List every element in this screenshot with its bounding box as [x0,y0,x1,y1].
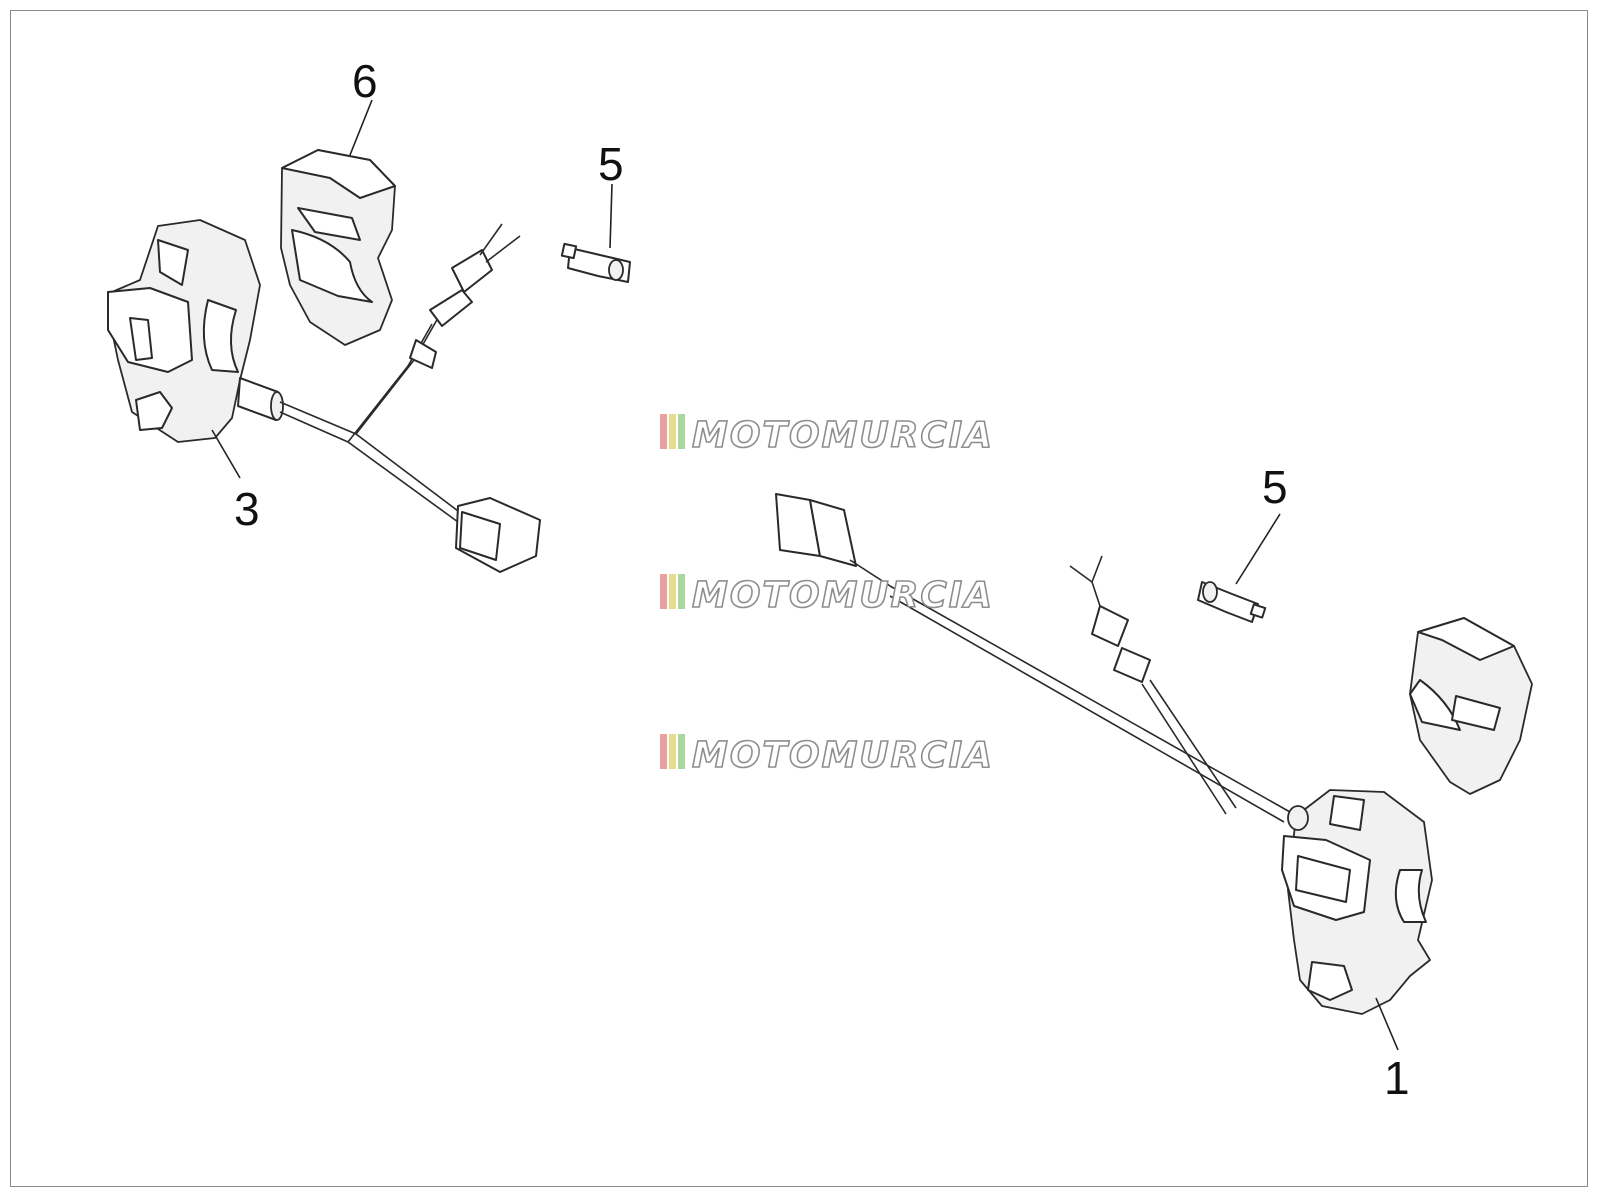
right-multipin-connector[interactable] [775,493,891,587]
watermark-2: MOTOMURCIA [660,574,994,617]
watermark-text: MOTOMURCIA [692,415,994,456]
right-wiring-harness [889,555,1291,823]
watermark-3: MOTOMURCIA [660,734,994,777]
watermark-text: MOTOMURCIA [692,735,994,776]
watermark-1: MOTOMURCIA [660,414,994,457]
part-6-left-switch-cover[interactable] [280,149,396,346]
part-5-right-connector[interactable] [1197,581,1267,623]
part-5-left-connector[interactable] [560,242,631,283]
leader-lines [211,99,1399,1051]
left-multipin-connector[interactable] [455,497,541,573]
callout-5-right: 5 [1262,461,1288,513]
callout-6: 6 [352,55,378,107]
callout-5-left: 5 [598,138,624,190]
left-wiring-harness [279,223,521,523]
right-switch-cover[interactable] [1409,617,1533,795]
part-3-left-switch-housing[interactable] [107,219,284,443]
drawing-frame [10,10,1588,1187]
watermark-text: MOTOMURCIA [692,575,994,616]
part-1-right-switch-housing[interactable] [1281,789,1433,1015]
callout-3: 3 [234,483,260,535]
callout-1: 1 [1384,1052,1410,1104]
